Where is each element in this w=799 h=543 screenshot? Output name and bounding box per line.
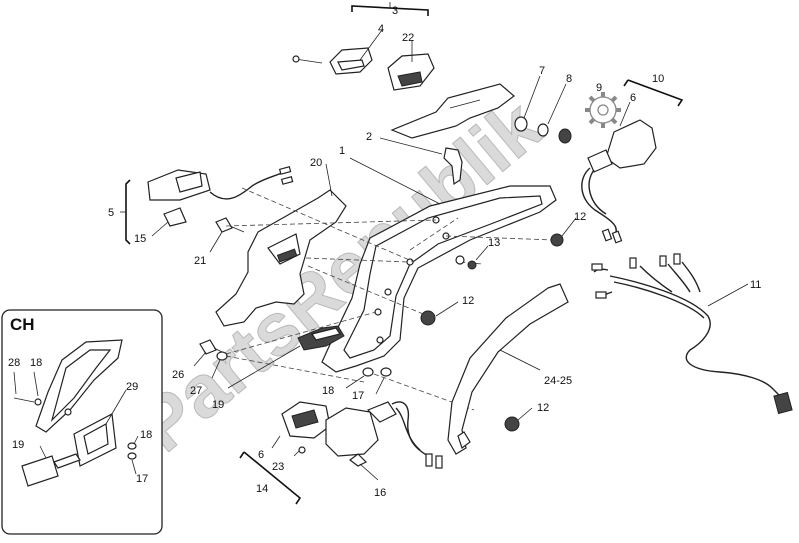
callout-19-center: 19 <box>212 399 224 411</box>
callout-28: 28 <box>8 357 20 369</box>
mudguard <box>447 283 569 455</box>
callout-17-center: 17 <box>352 390 364 402</box>
callout-4: 4 <box>378 23 384 35</box>
callout-16: 16 <box>374 487 386 499</box>
watermark: PartsRepublik <box>121 83 557 468</box>
callout-22: 22 <box>402 32 414 44</box>
callout-24-25: 24-25 <box>544 375 572 387</box>
callout-labels: 3 4 22 7 8 9 10 6 2 1 20 5 12 15 13 21 1… <box>8 5 761 499</box>
callout-19-inset: 19 <box>12 439 24 451</box>
callout-10: 10 <box>652 73 664 85</box>
callout-18-center: 18 <box>322 385 334 397</box>
callout-8: 8 <box>566 73 572 85</box>
callout-17-inset: 17 <box>136 473 148 485</box>
callout-12-mid: 12 <box>462 295 474 307</box>
license-bracket <box>215 163 347 327</box>
callout-9: 9 <box>596 82 602 94</box>
callout-13: 13 <box>488 237 500 249</box>
callout-18-inset-top: 18 <box>30 357 42 369</box>
washer-set <box>514 75 572 144</box>
callout-1: 1 <box>339 145 345 157</box>
callout-3: 3 <box>392 5 398 17</box>
callout-2: 2 <box>366 131 372 143</box>
left-fasteners <box>193 325 345 389</box>
callout-5: 5 <box>108 207 114 219</box>
watermark-text: PartsRepublik <box>122 83 557 467</box>
center-washers <box>345 367 392 395</box>
callout-6-top: 6 <box>630 92 636 104</box>
callout-23: 23 <box>272 461 284 473</box>
callout-12-low: 12 <box>537 402 549 414</box>
callout-14: 14 <box>256 483 268 495</box>
license-light-group <box>120 166 294 245</box>
inset-title: CH <box>10 315 35 334</box>
bolt-21 <box>209 217 245 253</box>
callout-27: 27 <box>190 385 202 397</box>
ch-inset: CH <box>1 309 163 535</box>
callout-20: 20 <box>310 157 322 169</box>
callout-21: 21 <box>194 255 206 267</box>
callout-29: 29 <box>126 381 138 393</box>
bolt-2 <box>379 137 463 186</box>
wiring-harness <box>591 253 793 415</box>
callout-15: 15 <box>134 233 146 245</box>
lamp-bracket-plate <box>390 83 515 139</box>
callout-11: 11 <box>750 279 761 291</box>
gear-icon <box>585 92 621 128</box>
callout-7: 7 <box>539 65 545 77</box>
lower-lamp-group <box>239 401 443 505</box>
turn-signal-right <box>581 79 684 244</box>
callout-18-inset: 18 <box>140 429 152 441</box>
callout-6-bottom: 6 <box>258 449 264 461</box>
callout-12-top: 12 <box>574 211 586 223</box>
nuts <box>420 217 577 432</box>
top-lamp-group <box>292 2 435 91</box>
callout-26: 26 <box>172 369 184 381</box>
